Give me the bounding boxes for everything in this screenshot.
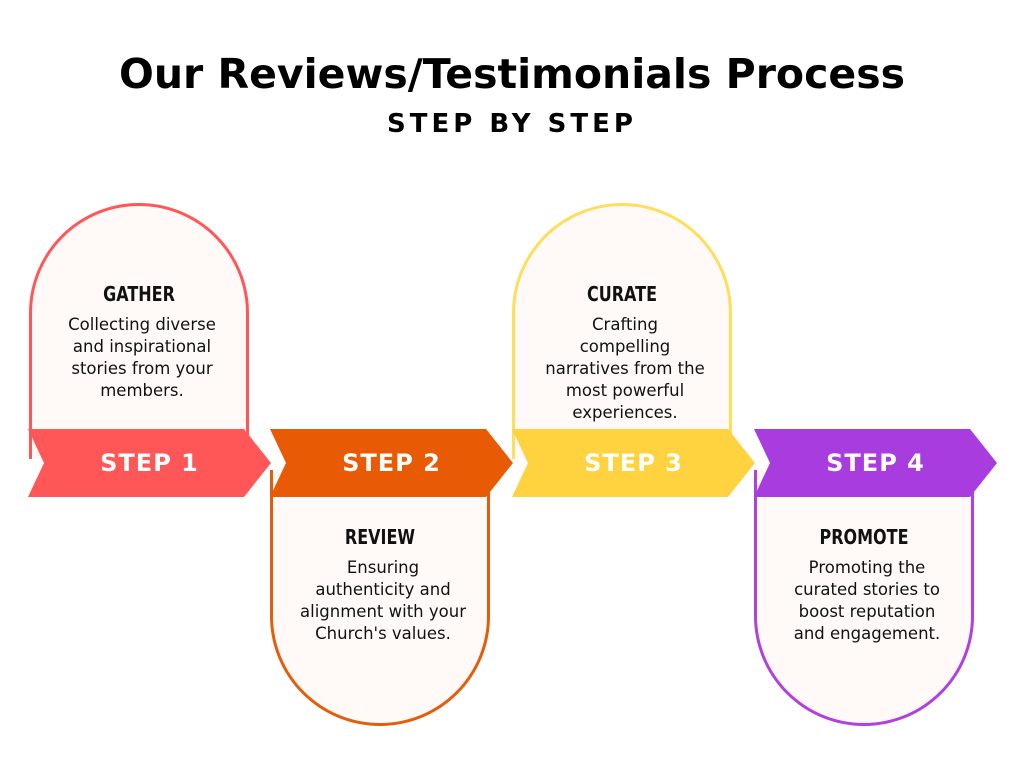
step-1-label: STEP 1 <box>100 449 199 477</box>
step-4-label: STEP 4 <box>826 449 925 477</box>
step-4-card: PROMOTE Promoting the curated stories to… <box>754 470 974 726</box>
step-1-card: GATHER Collecting diverse and inspiratio… <box>29 203 249 459</box>
step-1-description: Collecting diverse and inspirational sto… <box>68 315 216 400</box>
step-2-arrow: STEP 2 <box>270 429 513 497</box>
step-3-arrow: STEP 3 <box>512 429 755 497</box>
step-1-arrow: STEP 1 <box>28 429 271 497</box>
step-1-title: GATHER <box>103 282 175 306</box>
step-2-description: Ensuring authenticity and alignment with… <box>300 558 466 643</box>
step-4-title: PROMOTE <box>819 525 909 549</box>
step-2-label: STEP 2 <box>342 449 441 477</box>
step-3-chevron-shape <box>512 429 755 497</box>
step-4-chevron-shape <box>754 429 997 497</box>
page-title: Our Reviews/Testimonials Process <box>118 50 906 98</box>
step-4-description: Promoting the curated stories to boost r… <box>793 558 941 643</box>
step-4-arrow: STEP 4 <box>754 429 997 497</box>
step-3-label: STEP 3 <box>584 449 683 477</box>
step-2-title: REVIEW <box>344 525 416 549</box>
step-2-card: REVIEW Ensuring authenticity and alignme… <box>270 470 490 726</box>
step-3-description: Crafting compelling narratives from the … <box>545 315 705 422</box>
step-1-chevron-shape <box>28 429 271 497</box>
page-subtitle: STEP BY STEP <box>387 109 637 139</box>
step-2-chevron-shape <box>270 429 513 497</box>
step-3-card: CURATE Crafting compelling narratives fr… <box>512 203 732 459</box>
step-3-title: CURATE <box>586 282 658 306</box>
